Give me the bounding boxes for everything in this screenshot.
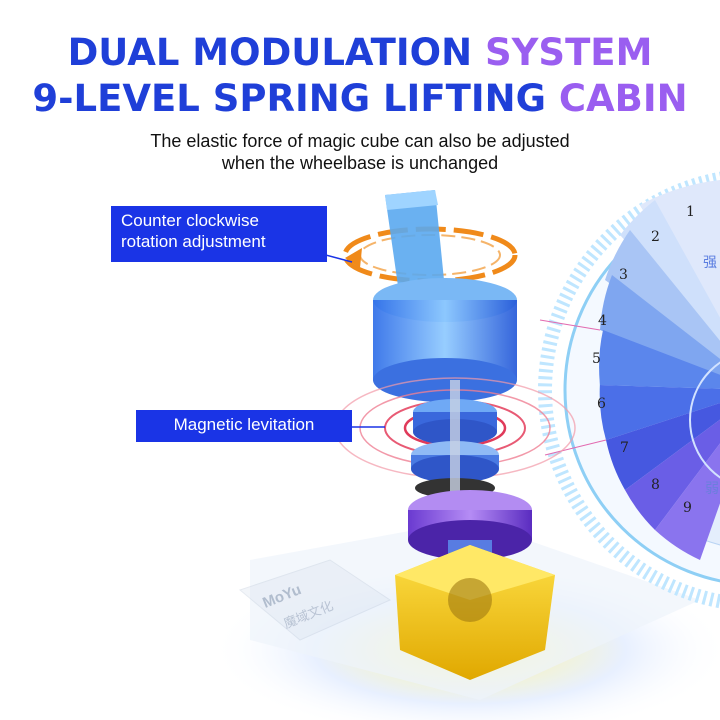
dial-level-9: 9 <box>683 500 692 516</box>
headline-2b: CABIN <box>558 77 688 120</box>
magnet-stack <box>411 380 499 580</box>
dial-level-2: 2 <box>651 229 660 245</box>
headline-1b: SYSTEM <box>484 31 653 74</box>
blue-cap <box>373 278 517 402</box>
headline-2a: 9-LEVEL SPRING LIFTING <box>32 77 559 120</box>
dial-level-3: 3 <box>619 267 628 283</box>
yellow-core <box>395 545 555 680</box>
level-dial <box>538 171 720 609</box>
headline-line-1: DUAL MODULATION SYSTEM <box>0 34 720 71</box>
dial-strong-label: 强 <box>703 255 717 271</box>
purple-gear <box>408 490 532 600</box>
dial-level-6: 6 <box>597 396 606 412</box>
levitation-callout: Magnetic levitation <box>136 410 352 442</box>
headline-1a: DUAL MODULATION <box>67 31 485 74</box>
dial-level-5: 5 <box>592 351 601 367</box>
adjustment-knob <box>385 190 445 300</box>
subtitle-line-1: The elastic force of magic cube can also… <box>150 131 570 151</box>
dial-level-1: 1 <box>686 204 695 220</box>
dial-level-7: 7 <box>620 440 629 456</box>
headline-line-2: 9-LEVEL SPRING LIFTING CABIN <box>0 80 720 117</box>
rotation-callout: Counter clockwise rotation adjustment <box>111 206 327 262</box>
dial-level-8: 8 <box>651 477 660 493</box>
dial-level-4: 4 <box>598 313 607 329</box>
dial-weak-label: 弱 <box>705 481 719 497</box>
watermark-tile <box>238 559 392 641</box>
subtitle-line-2: when the wheelbase is unchanged <box>221 153 499 173</box>
